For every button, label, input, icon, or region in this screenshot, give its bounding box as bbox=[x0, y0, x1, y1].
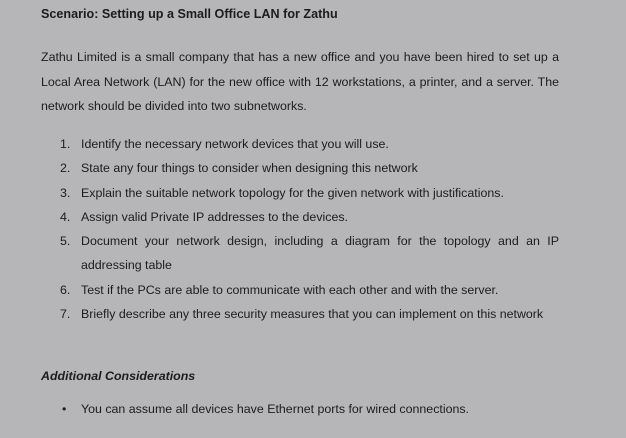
task-list: 1. Identify the necessary network device… bbox=[41, 132, 559, 326]
task-text: Identify the necessary network devices t… bbox=[81, 137, 389, 151]
list-item: • You can assume all devices have Ethern… bbox=[41, 398, 559, 420]
task-item: 6. Test if the PCs are able to communica… bbox=[41, 278, 559, 302]
scenario-title: Scenario: Setting up a Small Office LAN … bbox=[41, 7, 338, 21]
task-number: 2. bbox=[60, 161, 71, 176]
task-number: 6. bbox=[60, 282, 71, 297]
task-number: 4. bbox=[60, 209, 71, 224]
task-text: Explain the suitable network topology fo… bbox=[81, 185, 504, 200]
task-number: 1. bbox=[60, 137, 71, 151]
task-text: Briefly describe any three security meas… bbox=[81, 307, 544, 322]
task-number: 5. bbox=[60, 234, 71, 249]
intro-paragraph: Zathu Limited is a small company that ha… bbox=[41, 50, 559, 113]
additional-considerations-list: • You can assume all devices have Ethern… bbox=[41, 398, 559, 420]
task-number: 3. bbox=[60, 185, 71, 200]
task-item: 7. Briefly describe any three security m… bbox=[41, 302, 559, 326]
list-item-text: You can assume all devices have Ethernet… bbox=[81, 402, 469, 416]
task-item: 1. Identify the necessary network device… bbox=[41, 132, 559, 156]
task-text: Assign valid Private IP addresses to the… bbox=[81, 209, 348, 224]
task-number: 7. bbox=[60, 307, 71, 322]
task-item: 3. Explain the suitable network topology… bbox=[41, 181, 559, 205]
task-item: 5. Document your network design, includi… bbox=[41, 229, 559, 278]
task-item: 4. Assign valid Private IP addresses to … bbox=[41, 205, 559, 229]
task-text: Test if the PCs are able to communicate … bbox=[81, 282, 499, 297]
task-item: 2. State any four things to consider whe… bbox=[41, 156, 559, 180]
additional-considerations-heading: Additional Considerations bbox=[41, 369, 196, 383]
task-text: Document your network design, including … bbox=[81, 234, 559, 273]
task-text: State any four things to consider when d… bbox=[81, 161, 418, 176]
bullet-marker: • bbox=[62, 402, 67, 416]
